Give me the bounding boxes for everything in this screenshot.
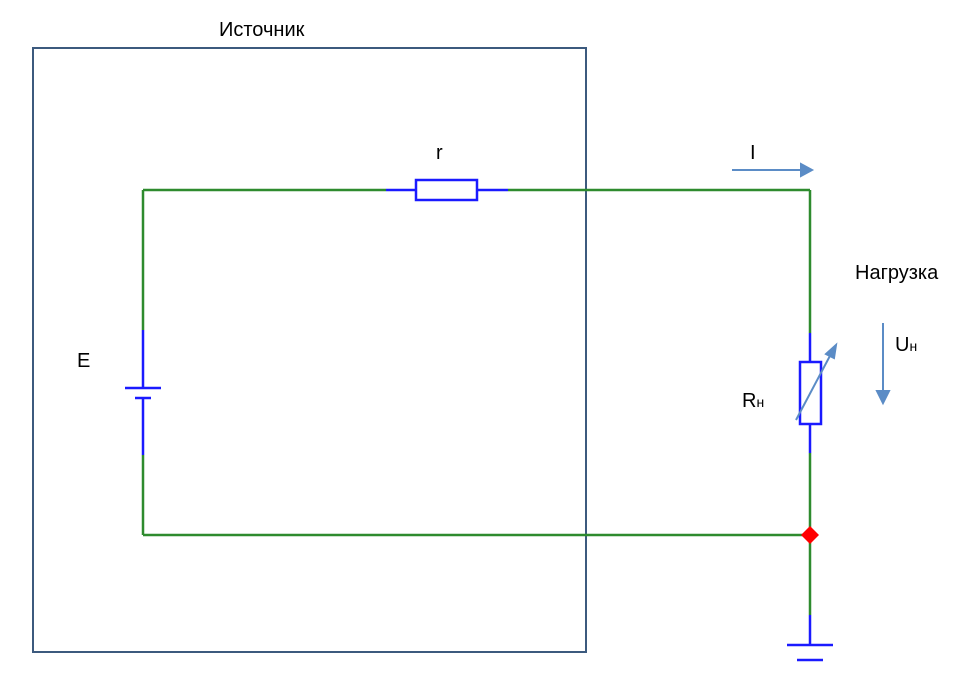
load-resistance-sub: н	[756, 394, 765, 410]
source-title: Источник	[219, 19, 305, 41]
internal-resistance-label: r	[436, 142, 443, 164]
voltage-arrow	[875, 323, 891, 406]
battery-symbol	[125, 330, 161, 455]
load-resistor	[798, 333, 823, 453]
load-label: Нагрузка	[855, 262, 939, 284]
load-voltage-label: Uн	[895, 335, 917, 355]
source-box	[32, 47, 587, 653]
ground-symbol	[787, 615, 833, 662]
variable-arrow	[795, 342, 838, 421]
load-voltage-main: U	[895, 334, 910, 356]
emf-label: E	[77, 350, 91, 372]
internal-resistor	[386, 178, 508, 202]
load-voltage-sub: н	[909, 338, 918, 354]
load-resistance-main: R	[742, 390, 757, 412]
load-resistance-label: Rн	[742, 391, 764, 411]
current-arrow	[732, 162, 815, 178]
current-label: I	[750, 142, 756, 164]
junction-node	[801, 526, 819, 544]
wires	[141, 188, 812, 615]
